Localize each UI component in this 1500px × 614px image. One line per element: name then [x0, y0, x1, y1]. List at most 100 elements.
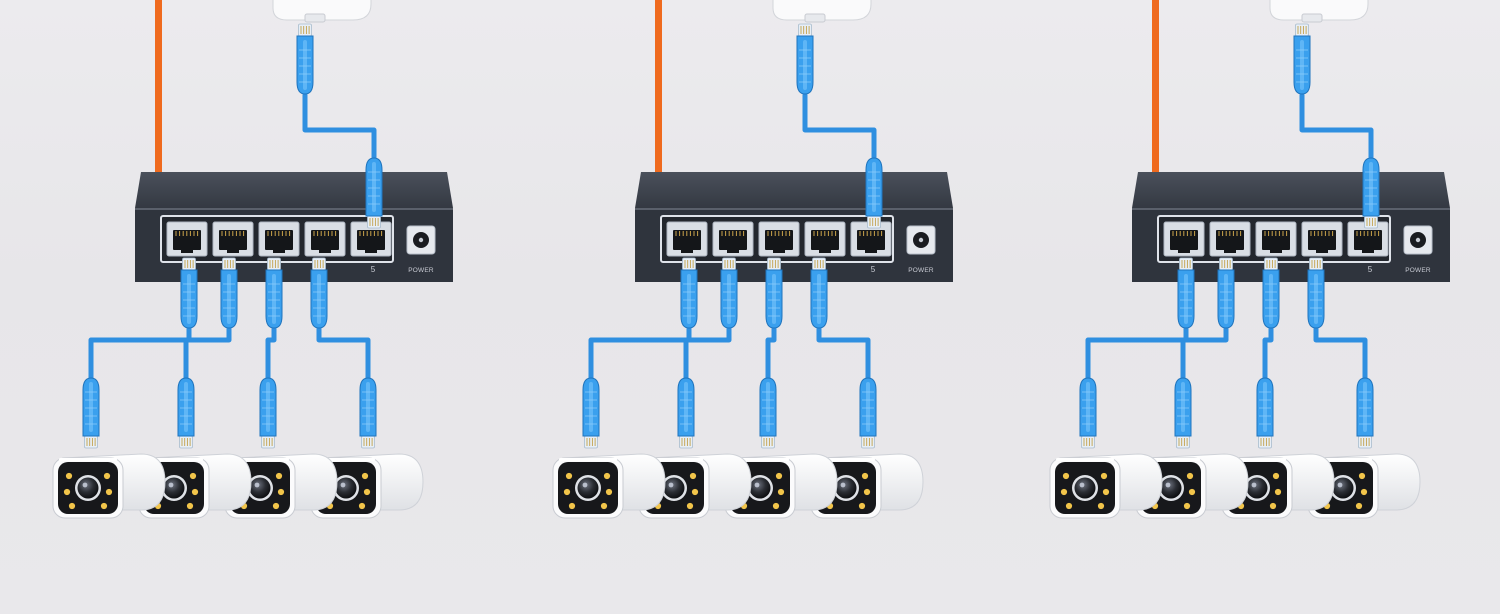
- rj45-plug-icon: [810, 257, 828, 329]
- router-lan-port: [1301, 13, 1323, 23]
- camera-led: [691, 488, 699, 496]
- camera-led: [858, 502, 866, 510]
- camera-lens: [577, 477, 599, 499]
- camera-led: [1355, 502, 1363, 510]
- rj45-plug-icon: [1174, 377, 1192, 449]
- camera-led: [68, 502, 76, 510]
- camera-cable-1: [88, 319, 192, 381]
- camera-cable-4: [316, 319, 371, 381]
- rj45-port-4: [804, 221, 846, 257]
- rj45-plug-icon: [365, 157, 383, 229]
- camera-led: [105, 488, 113, 496]
- lens-glint: [840, 482, 846, 488]
- camera-led: [272, 502, 280, 510]
- rj45-plug-icon: [1256, 377, 1274, 449]
- camera-led: [363, 488, 371, 496]
- camera-led: [1062, 472, 1070, 480]
- camera-lens: [1246, 477, 1268, 499]
- power-cable: [1152, 0, 1159, 176]
- camera-lens: [749, 477, 771, 499]
- rj45-port-2: [1209, 221, 1251, 257]
- lens-glint: [254, 482, 260, 488]
- camera-led: [1186, 472, 1194, 480]
- switch-icon: 5 POWER: [135, 172, 453, 282]
- bullet-camera-icon: [52, 453, 166, 519]
- rj45-port-1: [666, 221, 708, 257]
- camera-led: [605, 488, 613, 496]
- port-5-label: 5: [371, 265, 376, 274]
- rj45-port-3: [758, 221, 800, 257]
- rj45-plug-icon: [1307, 257, 1325, 329]
- uplink-cable: [1299, 92, 1374, 173]
- camera-led: [100, 502, 108, 510]
- rj45-port-2: [712, 221, 754, 257]
- switch-top: [1132, 172, 1450, 208]
- lens-glint: [754, 482, 760, 488]
- rj45-plug-icon: [720, 257, 738, 329]
- camera-led: [686, 502, 694, 510]
- camera-lens: [1074, 477, 1096, 499]
- camera-led: [1360, 488, 1368, 496]
- rj45-plug-icon: [265, 257, 283, 329]
- rj45-plug-icon: [1217, 257, 1235, 329]
- camera-led: [1274, 488, 1282, 496]
- rj45-plug-icon: [180, 257, 198, 329]
- power-label: POWER: [1405, 267, 1431, 274]
- power-cable: [655, 0, 662, 176]
- camera-led: [361, 472, 369, 480]
- lens-glint: [668, 482, 674, 488]
- camera-led: [191, 488, 199, 496]
- camera-cable-3: [1262, 319, 1274, 381]
- rj45-plug-icon: [680, 257, 698, 329]
- camera-led: [689, 472, 697, 480]
- group-1: 5 POWER: [52, 0, 453, 519]
- rj45-port-5: [850, 221, 892, 257]
- rj45-plug-icon: [82, 377, 100, 449]
- camera-led: [65, 472, 73, 480]
- rj45-port-5: [350, 221, 392, 257]
- rj45-plug-icon: [1356, 377, 1374, 449]
- camera-cable-2: [683, 319, 732, 381]
- rj45-plug-icon: [1293, 23, 1311, 95]
- rj45-plug-icon: [359, 377, 377, 449]
- camera-lens: [1160, 477, 1182, 499]
- group-3: 5 POWER: [1049, 0, 1450, 519]
- rj45-plug-icon: [677, 377, 695, 449]
- power-label: POWER: [908, 267, 934, 274]
- lens-glint: [1337, 482, 1343, 488]
- bullet-camera-icon: [1049, 453, 1163, 519]
- bullet-camera-icon: [552, 453, 666, 519]
- uplink-cable: [802, 92, 877, 173]
- lens-glint: [582, 482, 588, 488]
- rj45-plug-icon: [177, 377, 195, 449]
- power-label: POWER: [408, 267, 434, 274]
- camera-led: [1102, 488, 1110, 496]
- camera-lens: [663, 477, 685, 499]
- camera-led: [600, 502, 608, 510]
- lens-glint: [168, 482, 174, 488]
- rj45-plug-icon: [1079, 377, 1097, 449]
- rj45-port-3: [1255, 221, 1297, 257]
- camera-led: [1097, 502, 1105, 510]
- rj45-port-2: [212, 221, 254, 257]
- camera-led: [277, 488, 285, 496]
- switch-top: [135, 172, 453, 208]
- rj45-plug-icon: [582, 377, 600, 449]
- port-5-label: 5: [1368, 265, 1373, 274]
- switch-top: [635, 172, 953, 208]
- camera-cable-4: [816, 319, 871, 381]
- camera-led: [775, 472, 783, 480]
- rj45-plug-icon: [1262, 257, 1280, 329]
- camera-led: [1065, 502, 1073, 510]
- router-icon: [772, 0, 872, 23]
- power-cable: [155, 0, 162, 176]
- camera-cable-3: [265, 319, 277, 381]
- camera-led: [1188, 488, 1196, 496]
- rj45-plug-icon: [1177, 257, 1195, 329]
- rj45-plug-icon: [796, 23, 814, 95]
- camera-led: [861, 472, 869, 480]
- camera-led: [103, 472, 111, 480]
- camera-cable-4: [1313, 319, 1368, 381]
- lens-glint: [340, 482, 346, 488]
